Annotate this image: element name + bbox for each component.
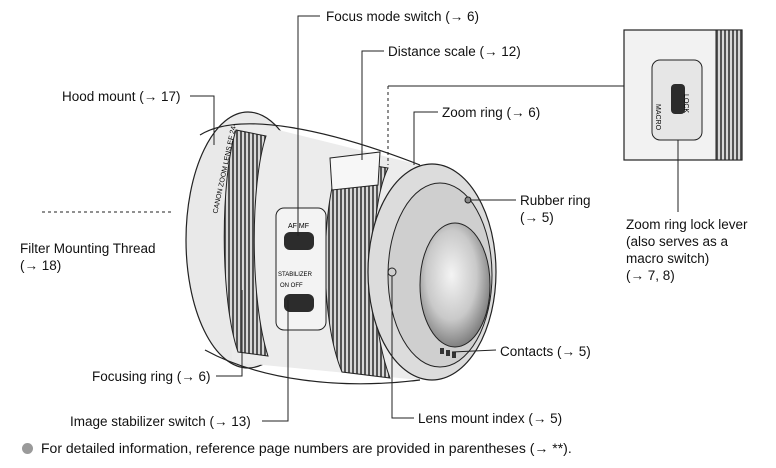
bullet-icon (22, 442, 33, 454)
label-filter-thread-ref: (→ 18) (20, 258, 62, 273)
leader-hood-mount (190, 95, 215, 145)
focusing-ring-graphic (223, 129, 269, 357)
leader-focusing-ring (216, 290, 243, 377)
label-hood-mount: Hood mount (→ 17) (62, 89, 181, 104)
label-zoom-lock-4: (→ 7, 8) (626, 268, 675, 283)
label-zoom-lock-2: (also serves as a (626, 234, 729, 249)
label-focusing-ring: Focusing ring (→ 6) (92, 369, 211, 384)
label-filter-thread: Filter Mounting Thread (20, 241, 156, 256)
focus-mode-switch-graphic (284, 232, 314, 250)
stabilizer-text: STABILIZER (278, 272, 313, 278)
rear-glass (419, 222, 491, 348)
leader-contacts (451, 349, 497, 353)
distance-scale-window (329, 151, 381, 191)
label-rubber-ring: Rubber ring (520, 193, 591, 208)
leader-zoom-ring (413, 111, 438, 165)
label-zoom-lock-1: Zoom ring lock lever (626, 217, 748, 232)
label-zoom-lock-3: macro switch) (626, 251, 710, 266)
footnote: For detailed information, reference page… (22, 440, 572, 456)
leader-lines (42, 15, 679, 422)
label-contacts: Contacts (→ 5) (500, 344, 591, 359)
label-zoom-ring: Zoom ring (→ 6) (442, 105, 541, 120)
label-image-stabilizer: Image stabilizer switch (→ 13) (70, 414, 251, 429)
contacts-graphic (440, 348, 456, 358)
leader-focus-mode (297, 15, 320, 236)
label-rubber-ring-ref: (→ 5) (520, 210, 554, 225)
leader-stabilizer (262, 300, 289, 422)
af-mf-text: AF MF (288, 223, 309, 230)
lens-body: AF MF STABILIZER ON OFF CANON ZOOM LENS … (185, 111, 497, 385)
label-distance-scale: Distance scale (→ 12) (388, 44, 521, 59)
zoom-lock-lever-graphic (671, 84, 685, 114)
leader-mount-index (391, 276, 414, 419)
on-off-text: ON OFF (280, 283, 303, 289)
label-lens-mount-index: Lens mount index (→ 5) (418, 411, 563, 426)
zoom-ring-graphic (324, 159, 391, 379)
leader-distance-scale (361, 50, 384, 160)
macro-text: MACRO (654, 104, 661, 131)
stabilizer-switch-graphic (284, 294, 314, 312)
label-focus-mode-switch: Focus mode switch (→ 6) (326, 9, 480, 24)
lock-text: LOCK (682, 94, 689, 113)
zoom-lock-inset: MACRO LOCK (623, 29, 743, 161)
footnote-text: For detailed information, reference page… (41, 440, 572, 456)
